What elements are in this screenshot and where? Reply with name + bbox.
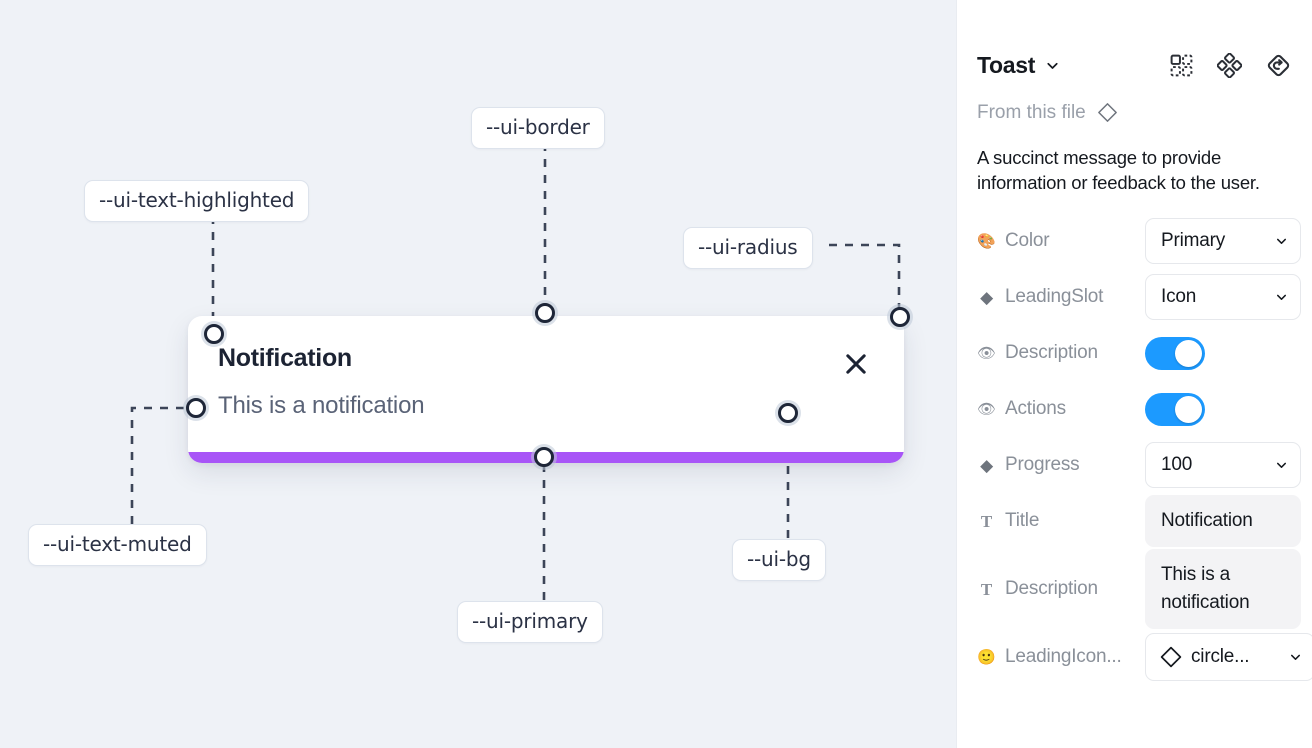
property-list: 🎨 Color Primary ◆ LeadingSlot: [957, 195, 1312, 685]
connector-dot-bg[interactable]: [778, 403, 798, 423]
annotation-chip-ui-border[interactable]: --ui-border: [471, 107, 605, 149]
description-input[interactable]: This is a notification: [1145, 549, 1301, 630]
toggle-knob: [1175, 395, 1202, 423]
diamond-icon: [1159, 645, 1183, 669]
title-input[interactable]: Notification: [1145, 495, 1301, 548]
property-label-actions-visibility: 👁 Actions: [977, 398, 1145, 420]
property-label-text: LeadingSlot: [1005, 286, 1104, 308]
property-label-text: Description: [1005, 578, 1098, 600]
annotation-chip-ui-text-highlighted[interactable]: --ui-text-highlighted: [84, 180, 310, 222]
progress-select-value: 100: [1161, 454, 1193, 476]
panel-header: Toast: [957, 0, 1312, 79]
property-label-title: T Title: [977, 510, 1145, 532]
chevron-down-icon[interactable]: [1044, 57, 1061, 74]
connector-dot-primary[interactable]: [534, 447, 554, 467]
annotation-chip-ui-text-muted[interactable]: --ui-text-muted: [28, 524, 207, 566]
connector-dot-border[interactable]: [535, 303, 555, 323]
property-row-leading-slot: ◆ LeadingSlot Icon: [977, 269, 1301, 325]
color-select-value: Primary: [1161, 230, 1226, 252]
smiley-icon: 🙂: [977, 648, 996, 666]
property-row-description-visibility: 👁 Description: [977, 325, 1296, 381]
chevron-down-icon: [1274, 290, 1289, 305]
eye-icon: 👁: [977, 400, 996, 418]
diamond-icon: [1096, 101, 1119, 124]
property-control-title: Notification: [1145, 495, 1301, 548]
design-canvas[interactable]: --ui-text-highlighted --ui-border --ui-r…: [0, 0, 956, 748]
property-label-text: Actions: [1005, 398, 1066, 420]
property-row-progress: ◆ Progress 100: [977, 437, 1301, 493]
reset-instance-icon[interactable]: [1265, 52, 1292, 79]
property-label-text: Color: [1005, 230, 1050, 252]
property-row-description-text: T Description This is a notification: [977, 549, 1301, 630]
leading-slot-select[interactable]: Icon: [1145, 274, 1301, 321]
annotation-chip-ui-bg[interactable]: --ui-bg: [732, 539, 826, 581]
toast-title: Notification: [218, 344, 352, 372]
chevron-down-icon: [1274, 234, 1289, 249]
property-label-leading-slot: ◆ LeadingSlot: [977, 286, 1145, 308]
leading-icon-select[interactable]: circle...: [1145, 633, 1312, 682]
property-row-leading-icon: 🙂 LeadingIcon... circle...: [977, 629, 1312, 685]
connector-dot-text-muted[interactable]: [186, 398, 206, 418]
property-label-text: Progress: [1005, 454, 1080, 476]
component-set-icon[interactable]: [1169, 53, 1194, 78]
annotation-chip-ui-radius[interactable]: --ui-radius: [683, 227, 813, 269]
property-label-leading-icon: 🙂 LeadingIcon...: [977, 646, 1145, 668]
property-label-color: 🎨 Color: [977, 230, 1145, 252]
chevron-down-icon: [1274, 458, 1289, 473]
chevron-down-icon: [1288, 650, 1303, 665]
connector-dot-radius[interactable]: [890, 307, 910, 327]
property-control-actions-visibility: [1145, 392, 1296, 426]
leading-icon-select-value: circle...: [1191, 646, 1250, 668]
toggle-knob: [1175, 339, 1202, 367]
description-toggle[interactable]: [1145, 336, 1205, 370]
variants-icon[interactable]: [1217, 53, 1242, 78]
toast-description: This is a notification: [218, 392, 425, 419]
diamond-icon: ◆: [980, 455, 993, 475]
property-row-actions-visibility: 👁 Actions: [977, 381, 1296, 437]
property-control-description-text: This is a notification: [1145, 549, 1301, 630]
leading-slot-select-value: Icon: [1161, 286, 1197, 308]
property-control-color: Primary: [1145, 218, 1301, 265]
property-row-color: 🎨 Color Primary: [977, 213, 1301, 269]
eye-icon: 👁: [977, 344, 996, 362]
text-icon: T: [980, 511, 993, 531]
property-control-leading-icon: circle...: [1145, 633, 1312, 682]
properties-panel: Toast: [956, 0, 1312, 748]
property-label-description-text: T Description: [977, 578, 1145, 600]
diamond-icon: ◆: [980, 287, 993, 307]
property-label-progress: ◆ Progress: [977, 454, 1145, 476]
property-label-description-visibility: 👁 Description: [977, 342, 1145, 364]
property-label-text: Title: [1005, 510, 1040, 532]
header-icon-group: [1169, 52, 1292, 79]
property-control-leading-slot: Icon: [1145, 274, 1301, 321]
property-control-description-visibility: [1145, 336, 1296, 370]
connector-dot-text-highlighted[interactable]: [204, 324, 224, 344]
color-select[interactable]: Primary: [1145, 218, 1301, 265]
page-title: Toast: [977, 52, 1036, 78]
close-icon[interactable]: [842, 350, 870, 378]
property-label-text: Description: [1005, 342, 1098, 364]
from-this-file-label: From this file: [977, 101, 1086, 123]
toast-component[interactable]: Notification This is a notification: [188, 316, 904, 463]
component-description: A succinct message to provide informatio…: [977, 147, 1260, 193]
text-icon: T: [980, 579, 993, 599]
annotation-chip-ui-primary[interactable]: --ui-primary: [457, 601, 603, 643]
progress-select[interactable]: 100: [1145, 442, 1301, 489]
property-row-title: T Title Notification: [977, 493, 1301, 549]
palette-icon: 🎨: [977, 232, 996, 250]
actions-toggle[interactable]: [1145, 392, 1205, 426]
property-label-text: LeadingIcon...: [1005, 646, 1122, 668]
property-control-progress: 100: [1145, 442, 1301, 489]
from-this-file-row[interactable]: From this file: [957, 79, 1312, 124]
